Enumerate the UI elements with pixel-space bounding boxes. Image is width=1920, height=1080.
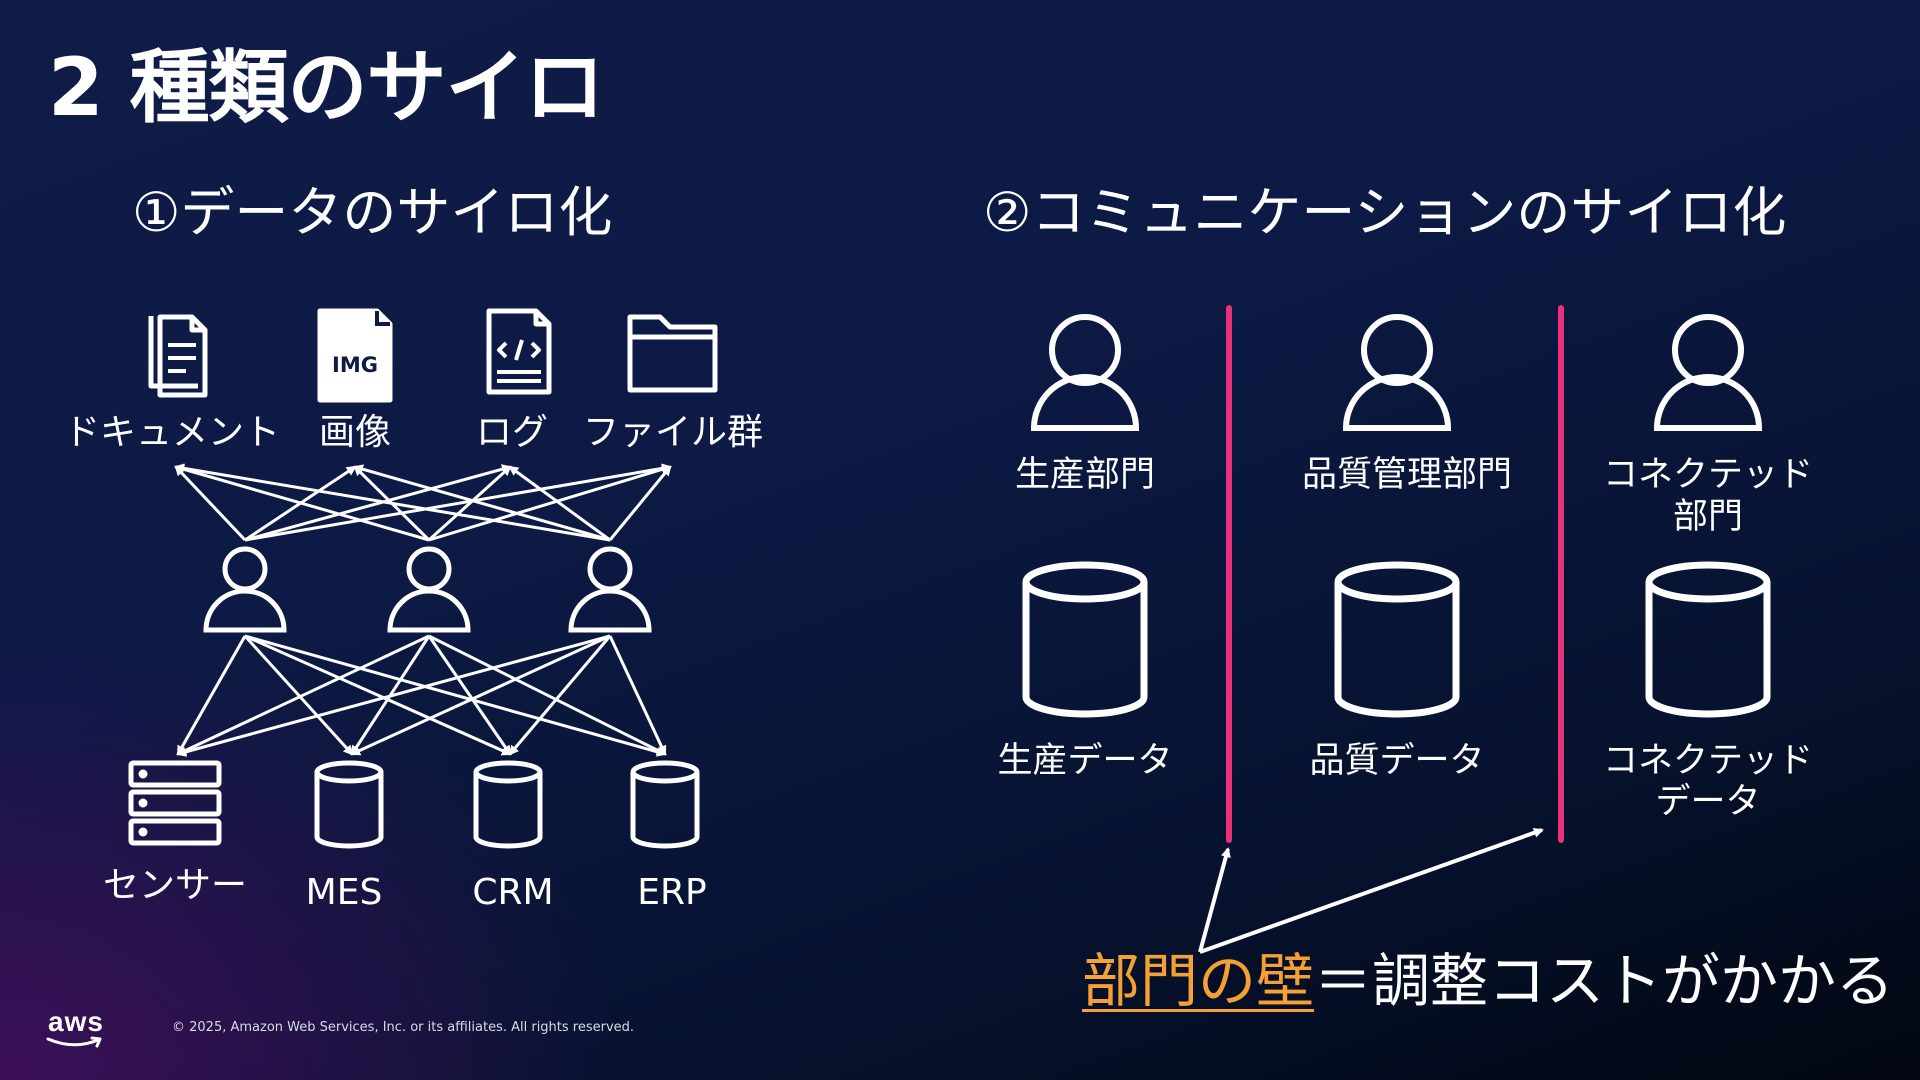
database-icon [1022, 561, 1148, 718]
department-label-quality: 品質管理部門 [1301, 455, 1512, 495]
aws-smile-icon [46, 1036, 102, 1048]
folder-icon [627, 314, 718, 393]
source-label-files: ファイル群 [582, 412, 763, 453]
user-icon [568, 546, 652, 633]
connection-arrows-upper [174, 463, 672, 542]
svg-text:IMG: IMG [332, 353, 378, 377]
system-label-crm: CRM [472, 872, 554, 913]
database-icon [1334, 561, 1460, 718]
data-silo-heading: ①データのサイロ化 [132, 181, 613, 244]
user-icon [1653, 314, 1763, 431]
department-label-connected-line2: 部門 [1672, 497, 1743, 537]
coordination-cost-text: ＝調整コストがかかる [1314, 947, 1895, 1015]
database-icon [1645, 561, 1771, 718]
bottom-note: 部門の壁＝調整コストがかかる [1082, 948, 1894, 1015]
user-icon [1030, 314, 1140, 431]
source-label-log: ログ [475, 412, 548, 453]
database-icon [630, 760, 700, 849]
user-icon [203, 546, 287, 633]
system-label-erp: ERP [637, 872, 707, 913]
database-icon [473, 760, 543, 849]
system-label-sensor: センサー [102, 865, 247, 906]
data-label-quality: 品質データ [1309, 741, 1485, 781]
data-label-production: 生産データ [997, 741, 1173, 781]
slide-title: 2 種類のサイロ [48, 41, 605, 134]
code-file-icon [486, 308, 552, 395]
source-label-image: 画像 [318, 412, 391, 453]
source-label-document: ドキュメント [63, 412, 280, 453]
aws-logo: aws [46, 1006, 104, 1048]
department-label-connected-line1: コネクテッド [1602, 455, 1813, 495]
system-label-mes: MES [305, 872, 383, 913]
department-wall-highlight: 部門の壁 [1082, 947, 1315, 1015]
copyright-text: © 2025, Amazon Web Services, Inc. or its… [172, 1020, 635, 1035]
server-icon [128, 760, 222, 846]
wall-pointer-arrows [1198, 827, 1544, 954]
aws-logo-text: aws [48, 1006, 104, 1037]
document-icon [148, 314, 208, 398]
data-label-connected-line1: コネクテッド [1602, 741, 1813, 781]
user-icon [387, 546, 471, 633]
department-label-production: 生産部門 [1014, 455, 1155, 495]
communication-silo-heading: ②コミュニケーションのサイロ化 [983, 181, 1787, 244]
database-icon [314, 760, 384, 849]
data-label-connected-line2: データ [1655, 782, 1761, 822]
connection-arrows-lower [176, 634, 667, 757]
image-file-icon: IMG [317, 308, 393, 403]
user-icon [1342, 314, 1452, 431]
